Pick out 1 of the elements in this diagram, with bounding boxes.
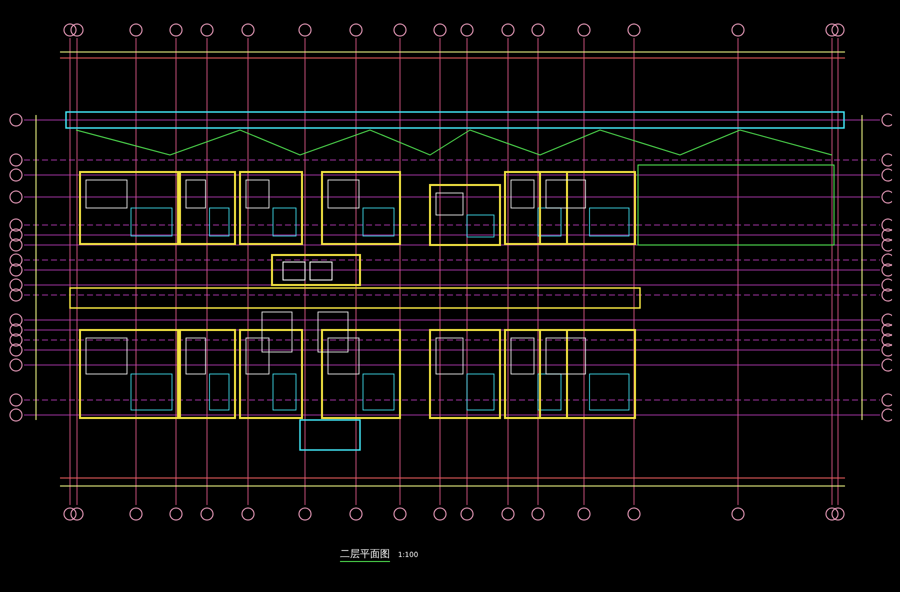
- drawing-title: 二层平面图: [340, 548, 390, 562]
